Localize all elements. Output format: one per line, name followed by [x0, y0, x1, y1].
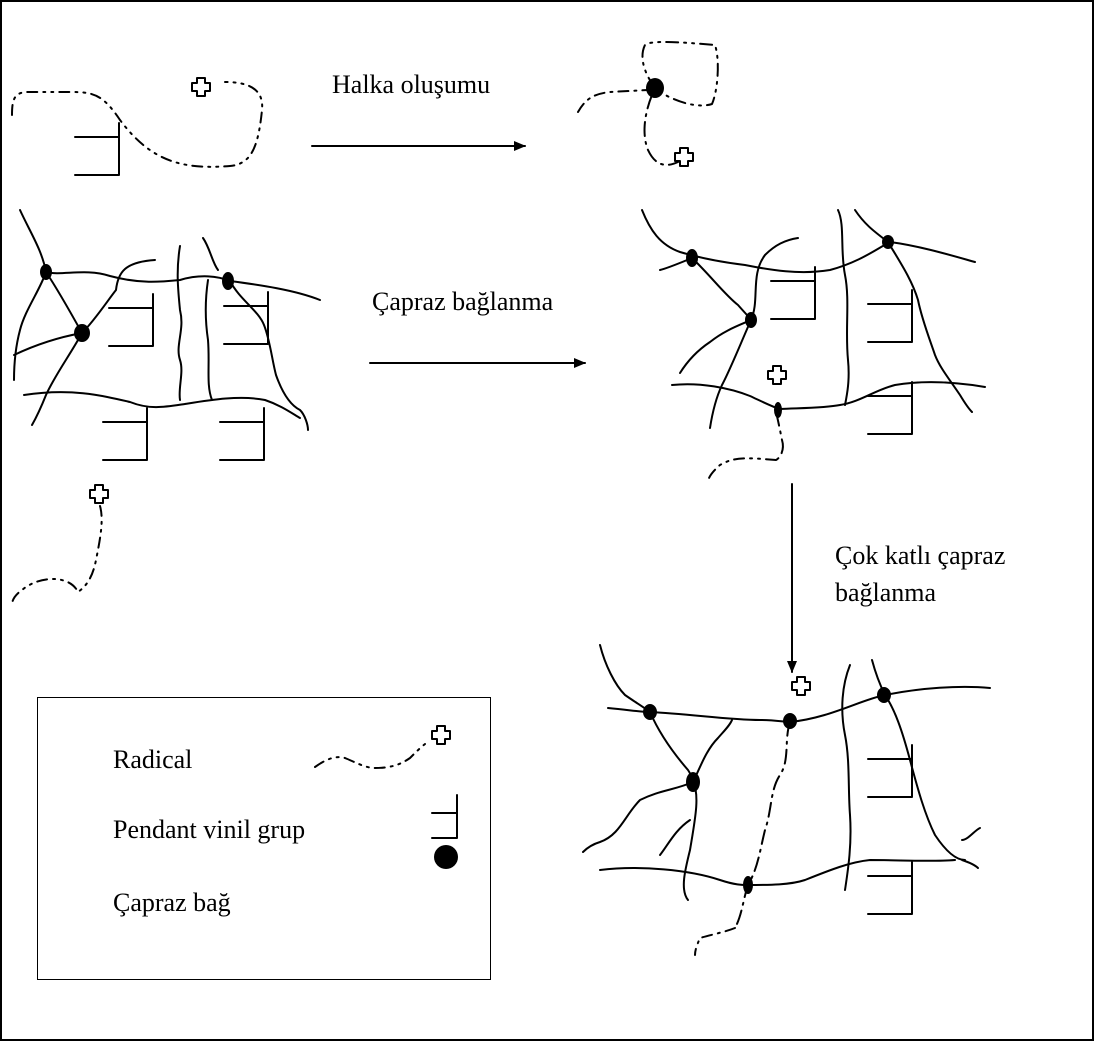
ring-formation-label: Halka oluşumu: [332, 70, 491, 99]
crosslink-node: [783, 713, 797, 729]
radical-icon: [191, 77, 211, 97]
pendant-vinyl-icon: [867, 289, 913, 343]
crosslink-node: [877, 687, 891, 703]
crosslink-node: [686, 249, 698, 267]
network-right: [641, 209, 986, 483]
crosslink-node: [222, 272, 234, 290]
radical-icon: [767, 365, 787, 385]
crosslink-node: [743, 876, 753, 894]
radical-icon: [791, 676, 811, 696]
multilayer-label-line1: Çok katlı çapraz: [835, 541, 1006, 570]
pendant-vinyl-icon: [770, 266, 816, 320]
pendant-vinyl-icon: [74, 122, 120, 176]
radical-icon: [89, 484, 109, 504]
crosslink-node: [745, 312, 757, 328]
legend-crosslink-label: Çapraz bağ: [113, 888, 231, 917]
pendant-vinyl-icon: [219, 407, 265, 461]
crosslink-node: [646, 78, 664, 98]
multilayer-label-line2: bağlanma: [835, 578, 937, 607]
pendant-vinyl-icon: [867, 744, 913, 798]
legend-radical-chain: [314, 743, 426, 769]
pendant-vinyl-icon: [102, 407, 148, 461]
linear-radical-chain: [11, 77, 264, 176]
crosslink-node: [40, 264, 52, 280]
network-left: [13, 209, 321, 461]
legend-crosslink-icon: [434, 845, 458, 869]
crosslink-node: [774, 402, 782, 418]
pendant-vinyl-icon: [867, 861, 913, 915]
crosslink-node: [74, 324, 90, 342]
network-bottom: [582, 644, 991, 956]
radical-icon: [674, 147, 694, 167]
legend-box: [37, 697, 491, 980]
pendant-vinyl-icon: [108, 293, 154, 347]
crosslink-node: [686, 772, 700, 792]
pendant-vinyl-icon: [223, 291, 269, 345]
crosslink-node: [882, 235, 894, 249]
ring-product: [577, 40, 719, 167]
legend-radical-label: Radical: [113, 745, 193, 774]
legend-symbols: [314, 725, 458, 869]
loose-radical-chain: [11, 484, 109, 606]
legend-pendant-label: Pendant vinil grup: [113, 815, 306, 844]
crosslinking-label: Çapraz bağlanma: [372, 287, 554, 316]
legend-pendant-icon: [431, 794, 458, 839]
pendant-vinyl-icon: [867, 381, 913, 435]
crosslink-node: [643, 704, 657, 720]
